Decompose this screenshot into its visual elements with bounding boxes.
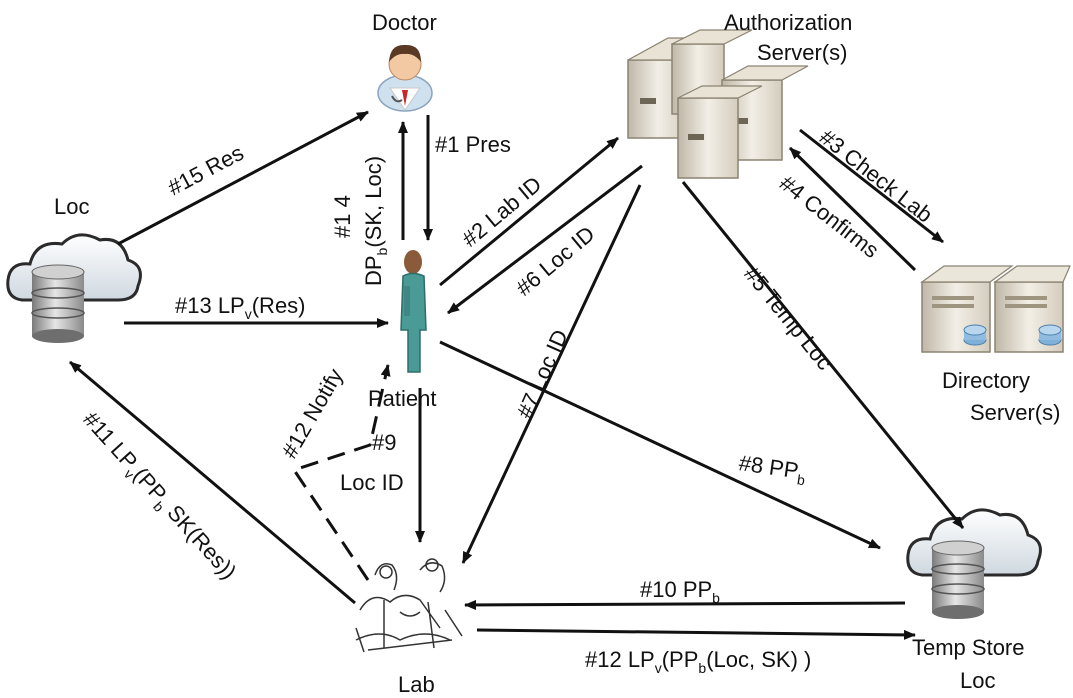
directory-server-label-line1: Directory — [942, 368, 1030, 393]
edge-7-loc-id — [461, 184, 642, 564]
edge-11-label: #11 LPv(PPb SK(Res)) — [75, 407, 241, 587]
lab-label: Lab — [398, 672, 435, 697]
edge-1-label: #1 Pres — [435, 132, 511, 157]
directory-server-icon — [920, 265, 1071, 353]
edge-2-lab-id — [439, 136, 619, 287]
edge-5-temp-loc — [681, 181, 965, 529]
doctor-label: Doctor — [372, 10, 437, 35]
edges — [69, 110, 965, 640]
edge-12-notify — [291, 364, 391, 581]
edge-12-notify-label: #12 Notify — [277, 364, 348, 462]
edge-14-label-line2: DPb(SK, Loc) — [361, 156, 390, 286]
authorization-server-label-line2: Server(s) — [757, 40, 847, 65]
edge-15-label: #15 Res — [164, 140, 248, 201]
edge-12-lp-label: #12 LPv(PPb(Loc, SK) ) — [585, 647, 811, 676]
edge-2-label: #2 Lab ID — [457, 171, 546, 251]
authorization-server-label-line1: Authorization — [724, 10, 852, 35]
edge-14-label-line1: #1 4 — [330, 195, 355, 238]
edge-15-res — [117, 110, 369, 246]
temp-store-cloud-database-icon — [906, 508, 1042, 619]
edge-11-lp-ppb — [69, 360, 356, 605]
edge-5-label: #5 Temp Loc — [739, 261, 837, 374]
edge-8-label: #8 PPb — [737, 450, 808, 488]
loc-cloud-database-icon — [6, 233, 142, 343]
temp-store-label-line2: Loc — [960, 668, 995, 693]
authorization-server-icon — [627, 29, 809, 179]
doctor-icon — [377, 44, 433, 112]
edge-9-label-line1: #9 — [372, 430, 396, 455]
edge-10-ppb — [464, 599, 906, 610]
edge-7-label: #7 Loc ID — [512, 326, 573, 422]
edge-12-lp-ppb — [476, 628, 916, 640]
edge-10-label: #10 PPb — [640, 577, 720, 606]
edge-8-ppb — [439, 340, 881, 550]
directory-server-label-line2: Server(s) — [970, 400, 1060, 425]
edge-6-loc-id — [447, 164, 643, 315]
patient-label: Patient — [368, 386, 437, 411]
edge-3-check-lab — [799, 128, 944, 244]
temp-store-label-line1: Temp Store — [912, 635, 1025, 660]
edge-9-label-line2: Loc ID — [340, 470, 404, 495]
edge-13-label: #13 LPv(Res) — [175, 293, 306, 322]
patient-icon — [400, 250, 427, 373]
lab-icon — [355, 558, 463, 653]
loc-label: Loc — [54, 194, 89, 219]
edge-4-confirms — [788, 146, 917, 272]
